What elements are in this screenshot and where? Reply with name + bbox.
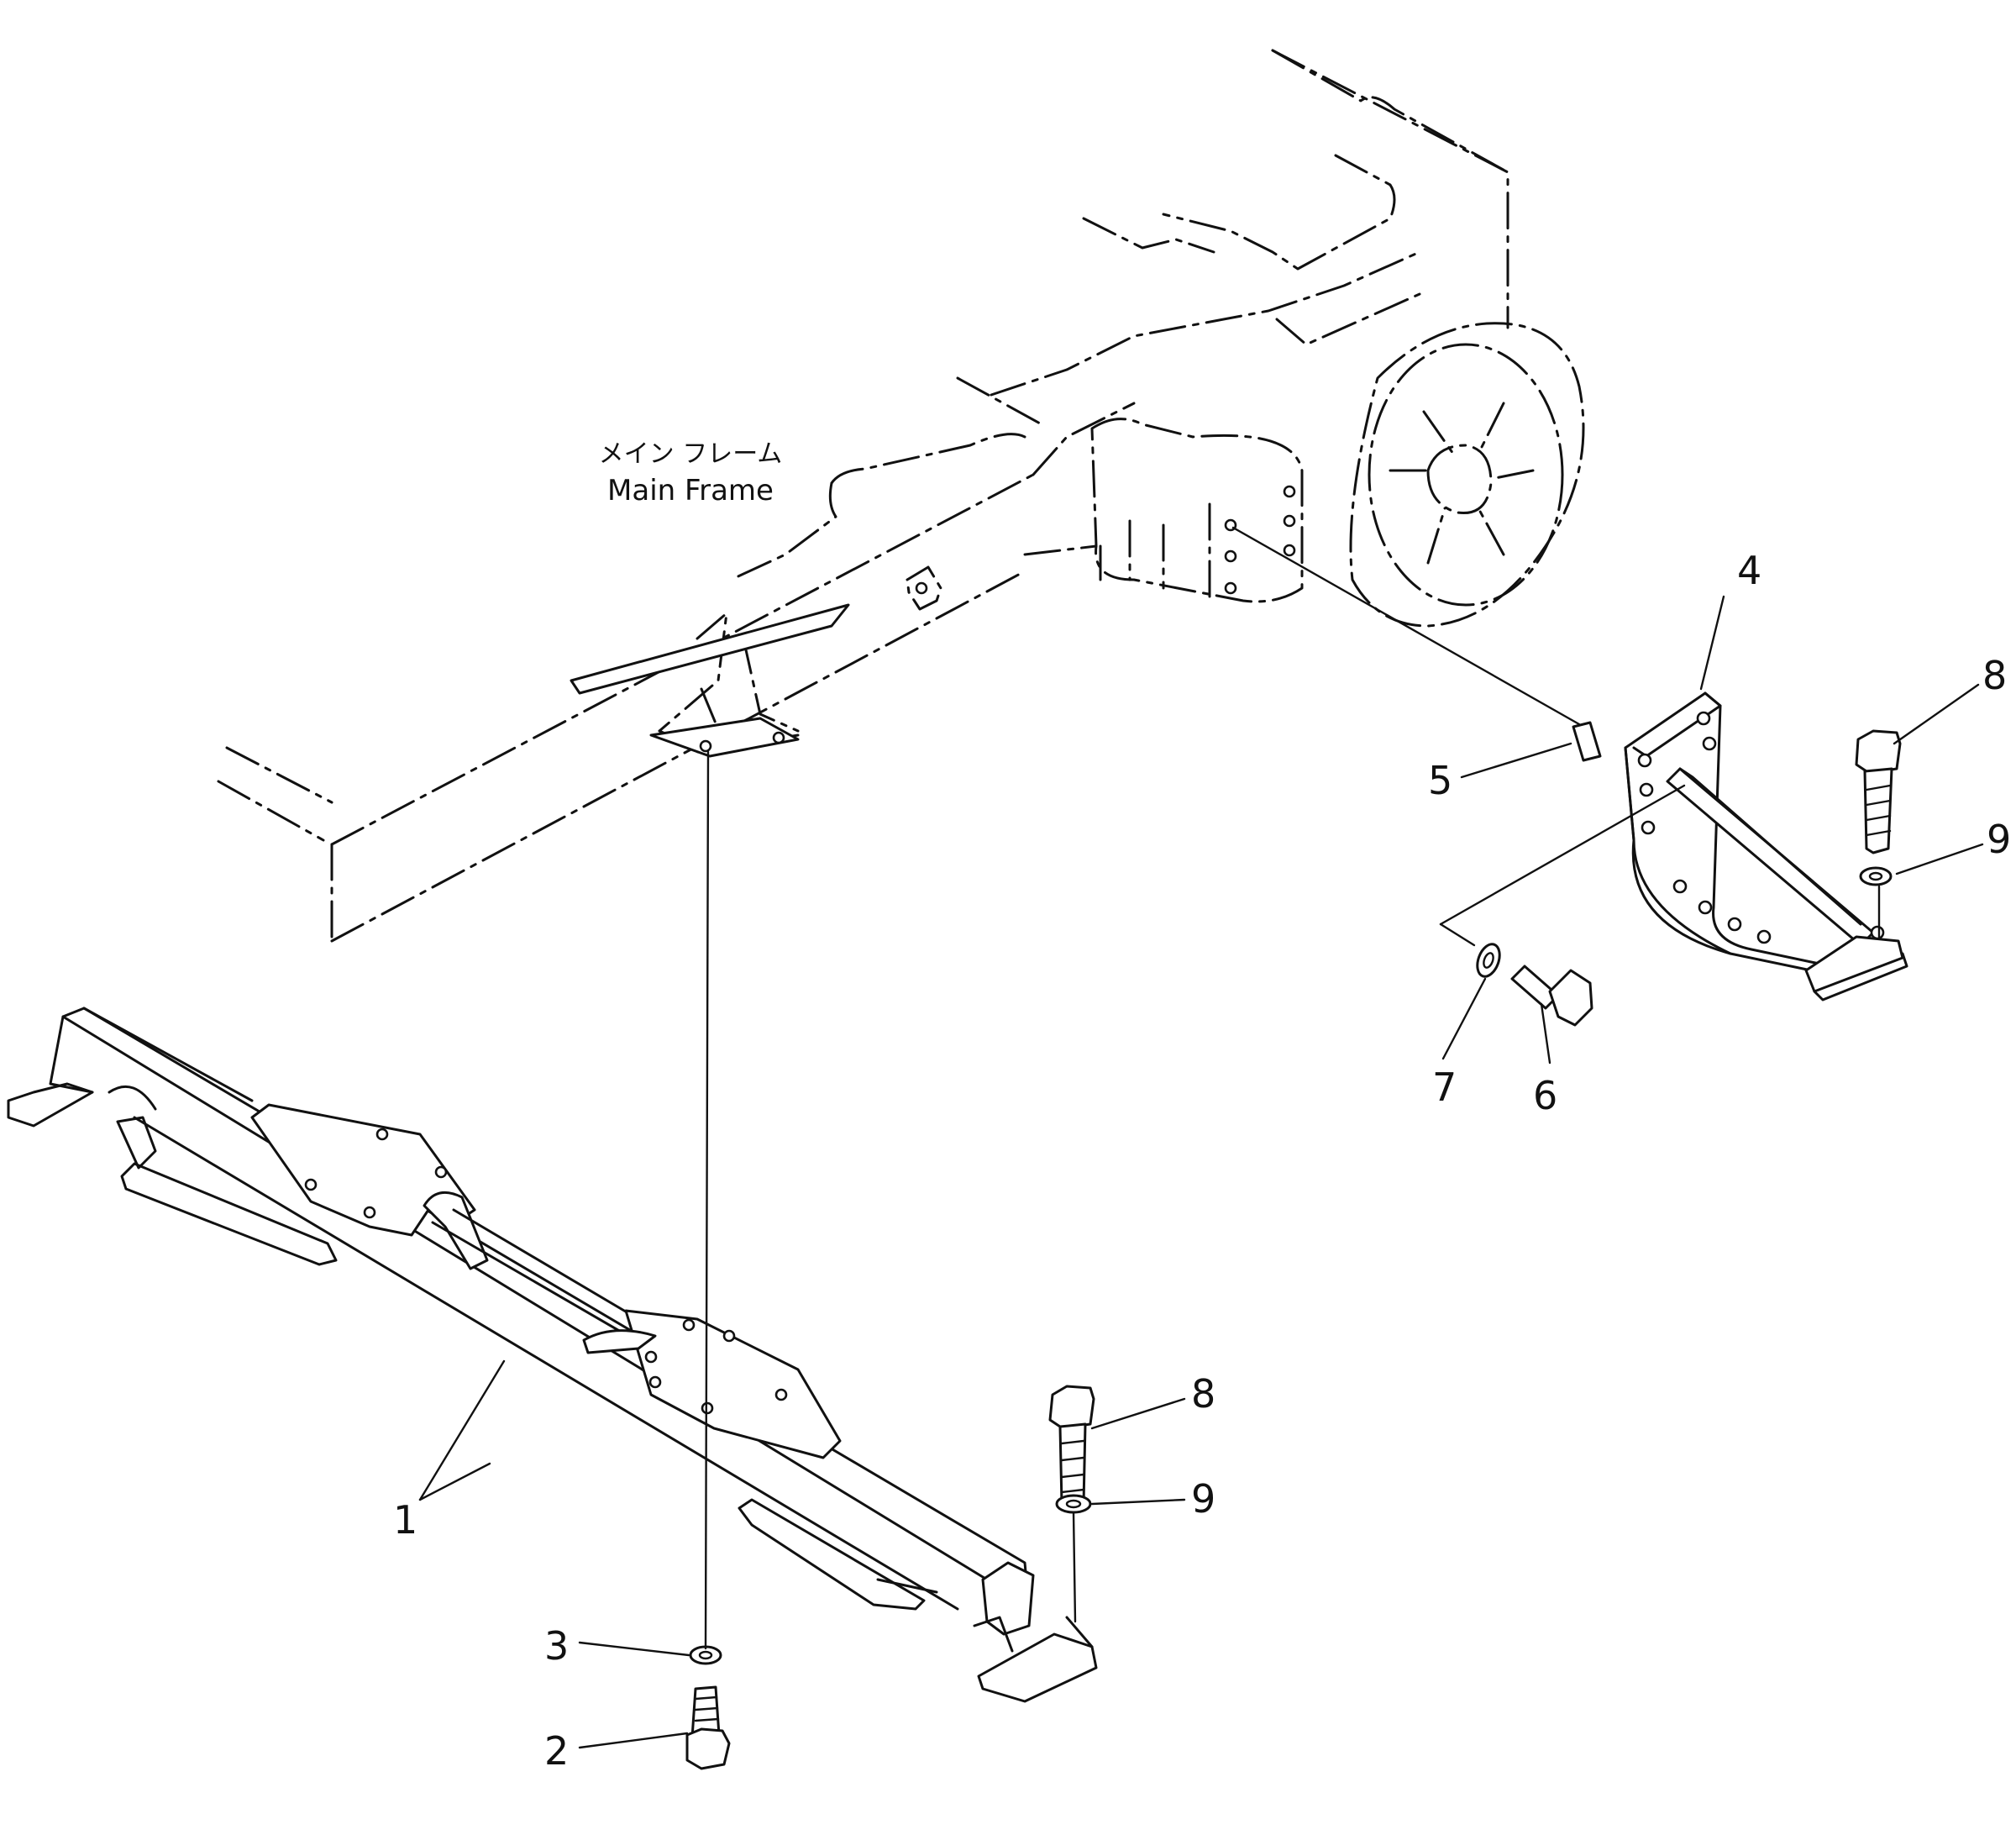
- callout-5: 5: [1428, 758, 1452, 803]
- callout-7: 7: [1432, 1065, 1457, 1110]
- main-frame-label: メイン フレーム Main Frame: [599, 439, 783, 507]
- part-4-bracket: [1624, 691, 1908, 1001]
- part-8-bolt-top: [1855, 729, 1902, 854]
- callout-3: 3: [544, 1623, 569, 1669]
- main-frame-label-japanese: メイン フレーム: [599, 439, 783, 469]
- main-frame-phantom: [217, 49, 1585, 943]
- leader-9-bottom: [1090, 1498, 1186, 1506]
- leader-8-top: [1893, 683, 1980, 745]
- callout-8-top: 8: [1982, 653, 2007, 698]
- main-frame-label-english: Main Frame: [607, 474, 774, 507]
- callout-9-top: 9: [1987, 817, 2011, 862]
- part-7-washer: [1476, 943, 1501, 978]
- leader-7: [1441, 977, 1487, 1060]
- part-5-pin: [1572, 721, 1602, 762]
- part-2-bolt: [685, 1685, 731, 1770]
- leader-9-top: [1895, 843, 1984, 875]
- leader-4: [1699, 595, 1725, 691]
- callout-6: 6: [1533, 1073, 1557, 1118]
- leader-5: [1460, 742, 1572, 779]
- callout-1: 1: [393, 1497, 417, 1543]
- callout-9-bottom: 9: [1191, 1476, 1215, 1522]
- leader-3: [578, 1641, 690, 1657]
- leader-1: [418, 1462, 491, 1501]
- callout-numbers: 1 2 3 4 5 6 7 8 9 8 9: [393, 548, 2011, 1774]
- main-frame-solid-parts: [570, 485, 1296, 758]
- part-9-washer-bottom: [1055, 1494, 1092, 1514]
- part-1-cross-frame: [7, 1007, 1098, 1703]
- leader-6: [1540, 1002, 1551, 1065]
- callout-2: 2: [544, 1728, 569, 1774]
- callout-8-bottom: 8: [1191, 1371, 1215, 1417]
- leader-2: [578, 1732, 689, 1749]
- part-8-bolt-bottom: [1048, 1385, 1095, 1510]
- assembly-lines: [704, 526, 1881, 1650]
- leader-1-arm: [418, 1359, 506, 1501]
- callout-4: 4: [1737, 548, 1761, 593]
- leader-8-bottom: [1090, 1397, 1186, 1430]
- leader-lines: [418, 595, 1984, 1749]
- part-9-washer-top: [1859, 866, 1893, 886]
- part-6-bolt: [1510, 965, 1593, 1027]
